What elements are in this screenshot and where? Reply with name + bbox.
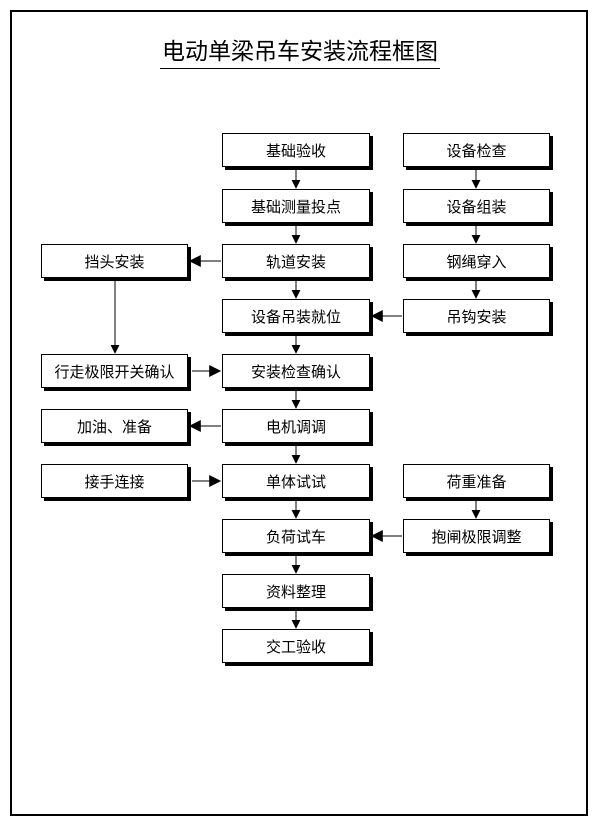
node-single-test: 单体试试: [222, 464, 370, 498]
diagram-title: 电动单梁吊车安装流程框图: [0, 37, 600, 69]
node-brake-limit-adjust: 抱闸极限调整: [403, 519, 550, 553]
node-rope-threading: 钢绳穿入: [403, 244, 550, 278]
node-foundation-acceptance: 基础验收: [222, 133, 370, 167]
diagram-frame: [10, 10, 588, 816]
node-equipment-inspect: 设备检查: [403, 133, 550, 167]
node-document-arrange: 资料整理: [222, 574, 370, 608]
node-foundation-survey: 基础测量投点: [222, 189, 370, 223]
node-wiring: 接手连接: [41, 464, 188, 498]
node-equipment-assemble: 设备组装: [403, 189, 550, 223]
node-handover-accept: 交工验收: [222, 629, 370, 663]
node-limit-switch-confirm: 行走极限开关确认: [41, 354, 188, 388]
node-load-test: 负荷试车: [222, 519, 370, 553]
node-end-install: 挡头安装: [41, 244, 188, 278]
node-load-prepare: 荷重准备: [403, 464, 550, 498]
node-install-check: 安装检查确认: [222, 354, 370, 388]
node-equipment-lift: 设备吊装就位: [222, 299, 370, 333]
node-rail-install: 轨道安装: [222, 244, 370, 278]
node-oil-prepare: 加油、准备: [41, 409, 188, 443]
node-motor-adjust: 电机调调: [222, 409, 370, 443]
node-hook-install: 吊钩安装: [403, 299, 550, 333]
